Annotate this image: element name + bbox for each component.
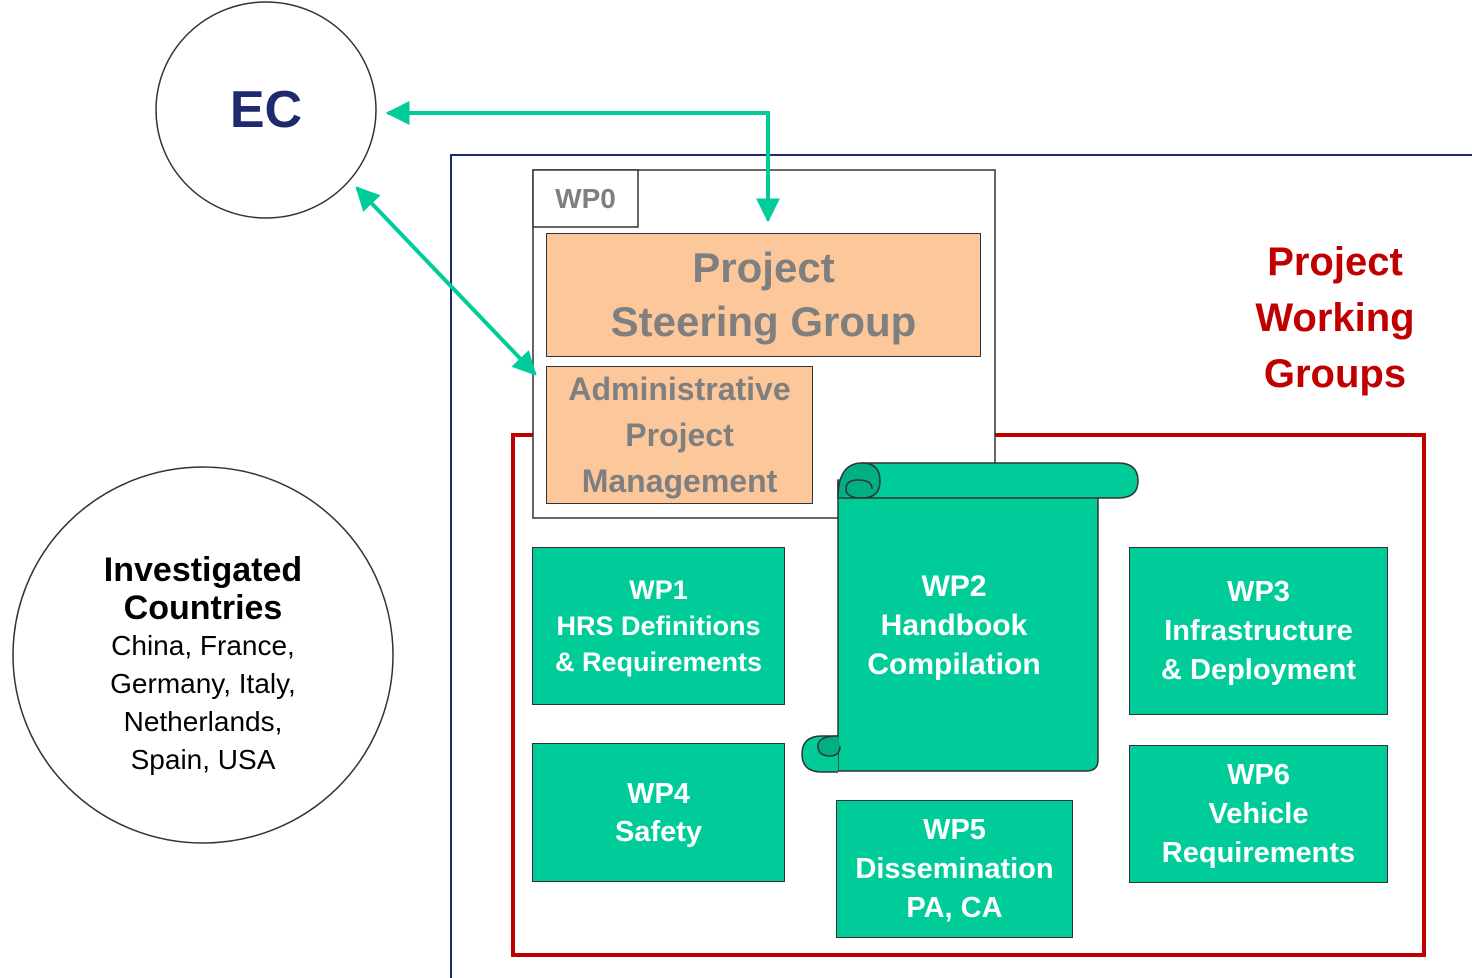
wp2-line: Handbook	[880, 608, 1028, 642]
wp1-line: HRS Definitions	[556, 611, 761, 641]
wp1-line: & Requirements	[554, 647, 763, 677]
ec-admin-connector	[355, 186, 537, 376]
wp4-line: WP4	[627, 777, 690, 810]
wp6-box: WP6 Vehicle Requirements	[1129, 745, 1388, 883]
countries-title-line1: Investigated	[103, 551, 303, 589]
admin-line: Administrative	[568, 371, 791, 407]
project-frame	[450, 154, 1472, 978]
wp5-line: Dissemination	[855, 852, 1054, 885]
working-groups-title-line: Groups	[1263, 352, 1407, 396]
wp5-line: PA, CA	[906, 891, 1003, 924]
wp3-line: WP3	[1227, 575, 1290, 608]
wp4-box: WP4 Safety	[532, 743, 785, 882]
wp6-line: Vehicle	[1208, 797, 1309, 830]
wp2-line: WP2	[921, 569, 987, 603]
wp3-line: Infrastructure	[1164, 614, 1353, 647]
country-list-line: China, France,	[111, 630, 295, 661]
countries-text-group: Investigated Countries China, France, Ge…	[33, 535, 373, 795]
administrative-project-management: Administrative Project Management	[546, 366, 813, 504]
country-list-line: Spain, USA	[130, 744, 276, 775]
project-steering-group: Project Steering Group	[546, 233, 981, 357]
steering-line: Steering Group	[610, 298, 917, 345]
wp4-line: Safety	[614, 815, 703, 848]
wp0-label: WP0	[555, 182, 616, 214]
ec-steering-connector	[385, 101, 780, 223]
admin-line: Project	[625, 417, 734, 453]
country-list-line: Germany, Italy,	[110, 668, 296, 699]
steering-line: Project	[692, 244, 835, 291]
wp5-line: WP5	[923, 813, 986, 846]
wp2-line: Compilation	[867, 647, 1041, 681]
wp1-box: WP1 HRS Definitions & Requirements	[532, 547, 785, 705]
working-groups-title-line: Project	[1267, 240, 1403, 284]
country-list-line: Netherlands,	[123, 706, 283, 737]
wp2-scroll-shape	[801, 462, 1139, 773]
wp3-line: & Deployment	[1161, 653, 1356, 686]
wp3-box: WP3 Infrastructure & Deployment	[1129, 547, 1388, 715]
ec-label: EC	[229, 81, 303, 139]
working-groups-title-line: Working	[1255, 296, 1415, 340]
admin-line: Management	[581, 463, 778, 499]
wp2-text: WP2 Handbook Compilation	[840, 560, 1068, 690]
wp5-box: WP5 Dissemination PA, CA	[836, 800, 1073, 938]
wp6-line: WP6	[1227, 758, 1290, 791]
countries-circle	[12, 466, 394, 844]
wp6-line: Requirements	[1161, 836, 1356, 869]
ec-circle	[155, 1, 377, 219]
working-groups-title: Project Working Groups	[1215, 234, 1455, 404]
countries-title-line2: Countries	[123, 589, 283, 627]
wp1-line: WP1	[629, 575, 688, 605]
